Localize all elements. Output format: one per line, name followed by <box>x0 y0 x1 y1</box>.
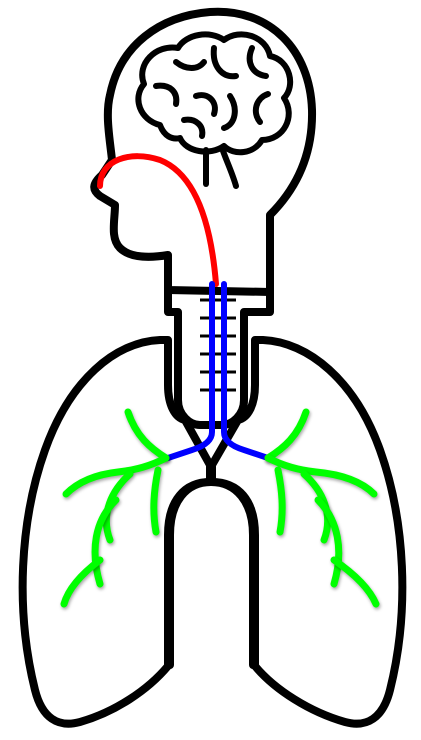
mediastinum-notch <box>170 482 253 665</box>
